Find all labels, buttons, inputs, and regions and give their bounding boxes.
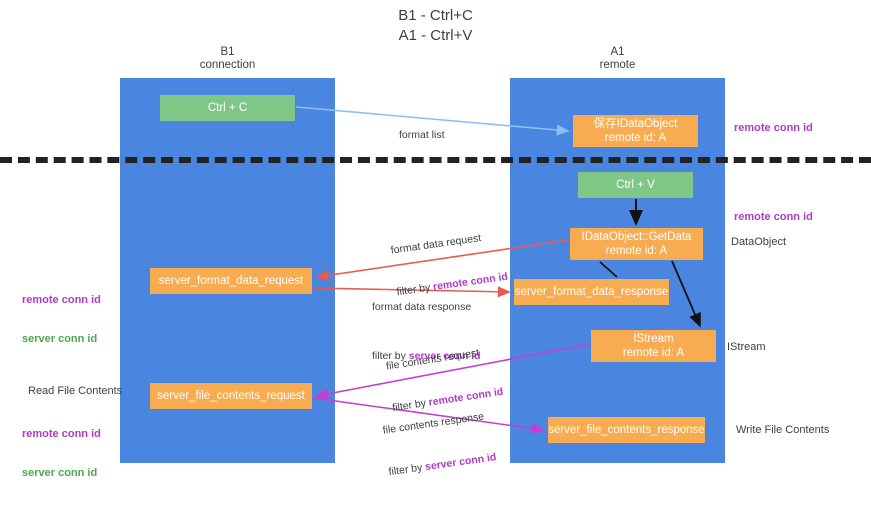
node-server-format-data-request[interactable]: server_format_data_request <box>150 268 312 294</box>
edge-label-line2: filter by server conn id <box>388 450 497 479</box>
annotation-read-file-contents: Read File Contents <box>28 385 123 397</box>
edge-label-line1: format data request <box>390 232 482 257</box>
edge-format-list <box>295 106 570 136</box>
annotation-remote-conn-id: remote conn id <box>22 294 101 306</box>
node-save-idataobject[interactable]: 保存IDataObject remote id: A <box>573 115 698 147</box>
node-ctrl-c[interactable]: Ctrl + C <box>160 95 295 121</box>
edge-label-line1: file contents request <box>385 346 481 373</box>
edge-file-contents-request <box>315 343 591 400</box>
annotation-remote-conn-id-mid: remote conn id <box>734 211 813 223</box>
filter-prefix: filter by <box>387 461 426 479</box>
annotation-left-conn-ids-top: remote conn id server conn id <box>22 268 101 372</box>
node-server-file-contents-response[interactable]: server_file_contents_response <box>548 417 705 443</box>
diagram-canvas: B1 - Ctrl+C A1 - Ctrl+V B1 connection A1… <box>0 7 871 479</box>
annotation-dataobject: DataObject <box>731 236 787 248</box>
edge-format-data-response <box>313 286 511 298</box>
node-server-format-data-response[interactable]: server_format_data_response <box>514 279 669 305</box>
edge-file-contents-response <box>313 397 545 434</box>
filter-prefix: filter by <box>372 350 409 362</box>
node-istream[interactable]: IStream remote id: A <box>591 330 716 362</box>
connector-layer <box>295 106 701 434</box>
edge-label-line1: file contents response <box>382 410 485 437</box>
edge-label-format-list-line1: format list <box>399 129 445 141</box>
annotation-remote-conn-id-top: remote conn id <box>734 122 813 134</box>
edge-label-line1: format data response <box>372 301 472 313</box>
page-title: B1 - Ctrl+C A1 - Ctrl+V <box>398 7 473 44</box>
column-header-a1: A1 remote <box>599 46 636 71</box>
edge-format-data-request <box>315 239 569 281</box>
annotation-remote-conn-id: remote conn id <box>22 428 101 440</box>
edge-label-file-contents-response: file contents response filter by server … <box>378 381 501 507</box>
node-server-file-contents-request[interactable]: server_file_contents_request <box>150 383 312 409</box>
annotation-left-conn-ids-bottom: remote conn id server conn id <box>22 402 101 506</box>
annotation-write-file-contents: Write File Contents <box>736 424 830 436</box>
annotation-server-conn-id: server conn id <box>22 467 98 479</box>
edge-getdata-to-istream <box>671 260 701 328</box>
node-idataobject-getdata[interactable]: IDataObject::GetData remote id: A <box>570 228 703 260</box>
node-ctrl-v[interactable]: Ctrl + V <box>578 172 693 198</box>
annotation-server-conn-id: server conn id <box>22 333 98 345</box>
filter-key-server-conn-id: server conn id <box>424 451 498 474</box>
edge-label-format-list: format list <box>399 100 445 170</box>
edge-label-line2: filter by server conn id <box>372 349 481 363</box>
column-header-b1: B1 connection <box>199 46 256 71</box>
edge-label-format-data-response: format data response filter by server co… <box>372 272 481 391</box>
edge-response-to-istream <box>599 261 618 278</box>
annotation-istream: IStream <box>727 341 766 353</box>
filter-key-server-conn-id: server conn id <box>408 350 481 362</box>
phase-divider <box>0 157 871 163</box>
